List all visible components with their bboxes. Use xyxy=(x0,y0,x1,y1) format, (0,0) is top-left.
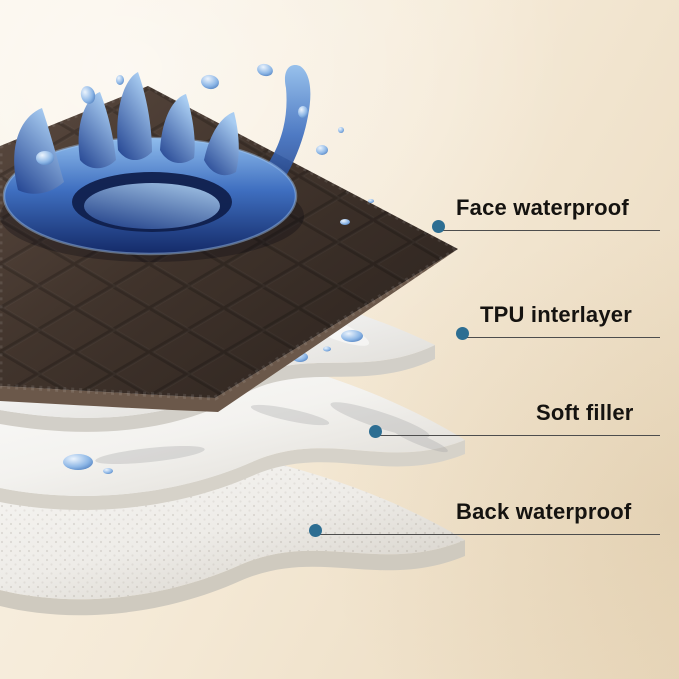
water-splash-graphic xyxy=(0,63,374,262)
callout-back-waterproof: Back waterproof xyxy=(309,499,660,537)
callout-dot xyxy=(369,425,382,438)
splash-droplets xyxy=(36,63,374,225)
callout-label-soft-filler: Soft filler xyxy=(536,400,634,425)
water-droplet xyxy=(341,330,363,342)
callout-line xyxy=(369,425,660,438)
callout-label-tpu-interlayer: TPU interlayer xyxy=(480,302,632,327)
water-droplet xyxy=(323,346,331,352)
callout-label-back-waterproof: Back waterproof xyxy=(456,499,632,524)
callout-line xyxy=(456,327,660,340)
water-droplet xyxy=(103,468,113,474)
callout-dot xyxy=(309,524,322,537)
callout-face-waterproof: Face waterproof xyxy=(432,195,660,233)
callout-dot xyxy=(456,327,469,340)
water-droplet xyxy=(63,454,93,470)
callout-line xyxy=(432,220,660,233)
callout-label-face-waterproof: Face waterproof xyxy=(456,195,629,220)
callout-dot xyxy=(432,220,445,233)
callout-soft-filler: Soft filler xyxy=(369,400,660,438)
callout-tpu-interlayer: TPU interlayer xyxy=(456,302,660,340)
callout-line xyxy=(309,524,660,537)
